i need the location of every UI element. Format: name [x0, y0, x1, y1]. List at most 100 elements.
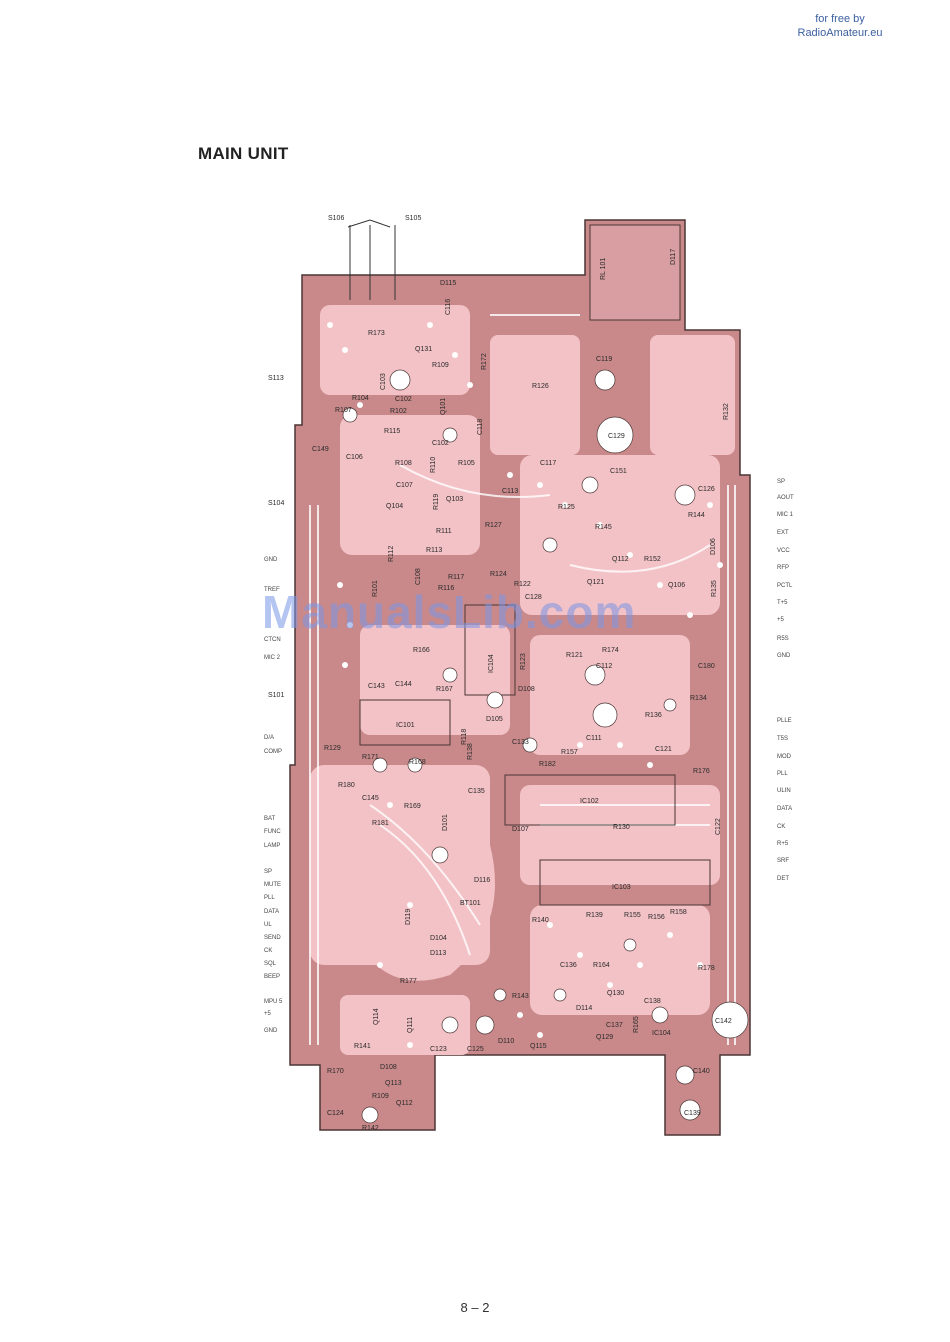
label-c180: C180: [698, 663, 715, 670]
edge-label-tref: TREF: [264, 587, 280, 593]
edge-label-ul: UL: [264, 922, 272, 928]
label-q112: Q112: [612, 556, 629, 563]
label-r129: R129: [324, 745, 341, 752]
label-r140: R140: [532, 917, 549, 924]
edge-label-r-mic1: MIC 1: [777, 512, 794, 518]
label-c123: C123: [430, 1046, 447, 1053]
label-r117: R117: [448, 574, 464, 581]
edge-label-r-vcc: VCC: [777, 548, 790, 554]
edge-label-comp: COMP: [264, 749, 282, 755]
label-c139: C139: [684, 1110, 701, 1117]
watermark-line-2: RadioAmateur.eu: [797, 27, 883, 39]
label-c140: C140: [693, 1068, 710, 1075]
label-r165: R165: [633, 1016, 640, 1033]
label-r125: R125: [558, 504, 575, 511]
label-c144: C144: [395, 681, 412, 688]
label-r141: R141: [354, 1043, 371, 1050]
label-r155: R155: [624, 912, 641, 919]
label-q103: Q103: [446, 496, 463, 503]
label-r178: R178: [698, 965, 715, 972]
label-d108: D108: [518, 686, 535, 693]
label-r112: R112: [388, 546, 395, 562]
edge-label-r-det: DET: [777, 876, 789, 882]
edge-label-r-t5: T+5: [777, 600, 788, 606]
label-c128: C128: [525, 594, 542, 601]
label-r156: R156: [648, 914, 665, 921]
edge-label-plus5: +5: [264, 1011, 272, 1017]
label-c142: C142: [715, 1018, 732, 1025]
trace-lines: [309, 314, 736, 1045]
label-d113: D113: [430, 950, 446, 957]
label-r113: R113: [426, 547, 442, 554]
label-d104: D104: [430, 935, 447, 942]
label-r108: R108: [395, 460, 412, 467]
label-r176: R176: [693, 768, 710, 775]
label-r181: R181: [372, 820, 389, 827]
label-q115: Q115: [530, 1043, 547, 1050]
edge-label-r-r5s: R5S: [777, 636, 789, 642]
label-r173: R173: [368, 330, 385, 337]
edge-label-mpu5: MPU 5: [264, 999, 283, 1005]
label-c113: C113: [502, 488, 518, 495]
label-c121: C121: [655, 746, 672, 753]
label-d107: D107: [512, 826, 529, 833]
label-c117: C117: [540, 460, 556, 467]
label-ic104b: IC104: [652, 1030, 671, 1037]
label-r127: R127: [485, 522, 502, 529]
label-q111: Q111: [407, 1017, 414, 1033]
edge-label-func: FUNC: [264, 829, 281, 835]
label-r123: R123: [520, 653, 527, 670]
relay-area: [589, 224, 681, 321]
label-c129: C129: [608, 433, 625, 440]
watermark-line-1: for free by: [815, 13, 865, 25]
edge-label-ctcn: CTCN: [264, 637, 281, 643]
edge-label-r-t5s: T5S: [777, 736, 788, 742]
label-q106: Q106: [668, 582, 685, 589]
edge-label-r-rfp: RFP: [777, 565, 789, 571]
label-r164: R164: [593, 962, 610, 969]
label-r138: R138: [467, 743, 474, 760]
label-r170: R170: [327, 1068, 344, 1075]
label-c102b: C102: [432, 440, 449, 447]
edge-label-da: D/A: [264, 735, 274, 741]
label-q101: Q101: [440, 398, 447, 415]
label-c133: C133: [512, 739, 529, 746]
label-r157: R157: [561, 749, 578, 756]
label-c143: C143: [368, 683, 385, 690]
edge-label-r-ulin: ULIN: [777, 788, 791, 794]
label-r130: R130: [613, 824, 630, 831]
edge-label-r-pctl: PCTL: [777, 583, 793, 589]
edge-label-r-aout: AOUT: [777, 495, 794, 501]
label-d108b: D108: [380, 1064, 397, 1071]
edge-label-r-sp: SP: [777, 479, 785, 485]
label-r109b: R109: [372, 1093, 389, 1100]
label-r111: R111: [436, 528, 452, 535]
label-q130: Q130: [607, 990, 624, 997]
edge-label-r-gnd: GND: [777, 653, 791, 659]
label-r172: R172: [481, 353, 488, 370]
label-r109: R109: [432, 362, 449, 369]
pads: [342, 369, 749, 1124]
edge-label-r-data: DATA: [777, 806, 792, 812]
label-r171: R171: [362, 754, 379, 761]
label-d117: D117: [670, 249, 677, 265]
edge-label-r-ext: EXT: [777, 530, 789, 536]
label-q131: Q131: [415, 346, 432, 353]
label-r139: R139: [586, 912, 603, 919]
label-q112b: Q112: [396, 1100, 413, 1107]
label-c107: C107: [396, 482, 413, 489]
label-c145: C145: [362, 795, 379, 802]
label-bt101: BT101: [460, 900, 481, 907]
label-d115: D115: [440, 280, 456, 287]
label-c149: C149: [312, 446, 329, 453]
label-r119: R119: [433, 494, 440, 510]
label-c111: C111: [586, 735, 602, 742]
label-r136: R136: [645, 712, 662, 719]
edge-label-r-plle: PLLE: [777, 718, 792, 724]
label-q114: Q114: [373, 1008, 380, 1025]
label-r132: R132: [723, 403, 730, 420]
label-r180: R180: [338, 782, 355, 789]
label-ic102: IC102: [580, 798, 599, 805]
label-r134: R134: [690, 695, 707, 702]
label-r121: R121: [566, 652, 583, 659]
